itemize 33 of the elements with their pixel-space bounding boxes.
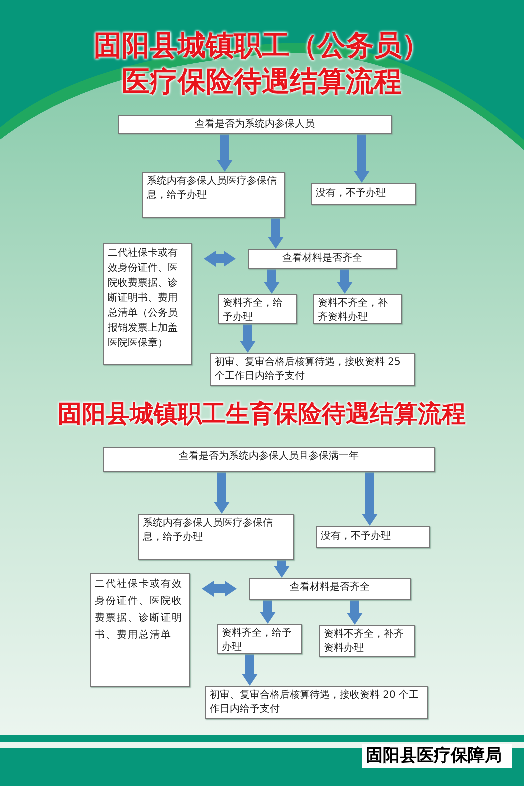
process-box: 资料齐全，给予办理: [218, 294, 297, 324]
process-box: 系统内有参保人员医疗参保信息，给予办理: [138, 514, 294, 560]
block-arrow: [260, 600, 276, 624]
block-arrow: [217, 134, 233, 172]
block-arrow: [268, 218, 284, 249]
block-arrow: [347, 600, 363, 625]
block-arrow: [274, 560, 290, 578]
process-box: 二代社保卡或有效身份证件、医院收费票据、诊断证明书、费用总清单（公务员报销发票上加盖医院医保章）: [103, 243, 192, 365]
process-box: 系统内有参保人员医疗参保信息，给予办理: [142, 172, 285, 218]
block-arrow: [354, 134, 370, 183]
process-box: 资料不齐全，补齐资料办理: [319, 625, 415, 657]
process-box: 二代社保卡或有效身份证件、医院收费票据、诊断证明书、费用总清单: [90, 573, 190, 687]
process-box: 查看材料是否齐全: [249, 578, 411, 600]
process-box: 资料不齐全，补齐资料办理: [313, 294, 402, 324]
block-arrow: [214, 472, 230, 514]
process-box: 没有，不予办理: [316, 526, 430, 548]
process-box: 查看是否为系统内参保人员且参保满一年: [103, 447, 435, 472]
block-arrow: [362, 472, 378, 526]
block-arrow: [240, 324, 256, 353]
organization-name: 固阳县医疗保障局: [362, 744, 512, 768]
block-arrow: [204, 251, 236, 267]
block-arrow: [264, 269, 280, 294]
process-box: 初审、复审合格后核算待遇，接收资料 25 个工作日内给予支付: [210, 353, 415, 386]
process-box: 查看材料是否齐全: [248, 249, 397, 269]
process-box: 没有，不予办理: [311, 183, 416, 205]
process-box: 资料齐全，给予办理: [217, 624, 302, 654]
section-heading: 固阳县城镇职工生育保险待遇结算流程: [57, 399, 467, 430]
process-box: 初审、复审合格后核算待遇，接收资料 20 个工作日内给予支付: [205, 686, 428, 719]
block-arrow: [242, 654, 258, 686]
block-arrow: [337, 269, 353, 294]
title: 固阳县城镇职工（公务员）医疗保险待遇结算流程: [93, 28, 431, 100]
block-arrow: [202, 581, 237, 597]
process-box: 查看是否为系统内参保人员: [118, 115, 392, 134]
